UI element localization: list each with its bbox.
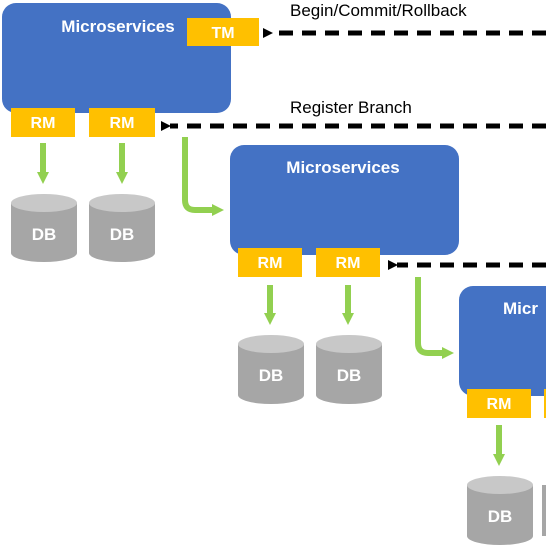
tm-box xyxy=(187,18,259,46)
db-label-2b: DB xyxy=(337,366,362,385)
rm-box-2a xyxy=(238,248,302,277)
db-cylinder-2b: DB xyxy=(316,335,382,404)
tm-label: TM xyxy=(211,25,234,42)
begin-commit-rollback-label: Begin/Commit/Rollback xyxy=(290,1,467,20)
microservice-label-1: Microservices xyxy=(61,17,174,36)
db-cylinder-2a: DB xyxy=(238,335,304,404)
rm-box-3a xyxy=(467,389,531,418)
rm-label-1a: RM xyxy=(31,115,56,132)
db-cylinder-1a: DB xyxy=(11,194,77,262)
rm-label-1b: RM xyxy=(110,115,135,132)
db-cylinder-3b-partial xyxy=(542,485,546,536)
db-cylinder-3a: DB xyxy=(467,476,533,545)
microservice-label-2: Microservices xyxy=(286,158,399,177)
microservice-label-3: Micr xyxy=(503,299,538,318)
call-arrow-service2-to-service3 xyxy=(415,277,454,359)
db-cylinder-1b: DB xyxy=(89,194,155,262)
rm-box-1a xyxy=(11,108,75,137)
db-label-2a: DB xyxy=(259,366,284,385)
register-branch-label: Register Branch xyxy=(290,98,412,117)
rm-label-2b: RM xyxy=(336,255,361,272)
call-arrow-service1-to-service2 xyxy=(182,137,224,216)
microservice-box-3 xyxy=(459,286,546,396)
microservice-box-2 xyxy=(230,145,459,255)
rm-label-2a: RM xyxy=(258,255,283,272)
rm-label-3a: RM xyxy=(487,396,512,413)
db-label-3a: DB xyxy=(488,507,513,526)
db-label-1a: DB xyxy=(32,225,57,244)
rm-box-2b xyxy=(316,248,380,277)
microservice-box-1 xyxy=(2,3,231,113)
db-label-1b: DB xyxy=(110,225,135,244)
rm-box-3b-partial xyxy=(544,389,546,418)
rm-box-1b xyxy=(89,108,155,137)
